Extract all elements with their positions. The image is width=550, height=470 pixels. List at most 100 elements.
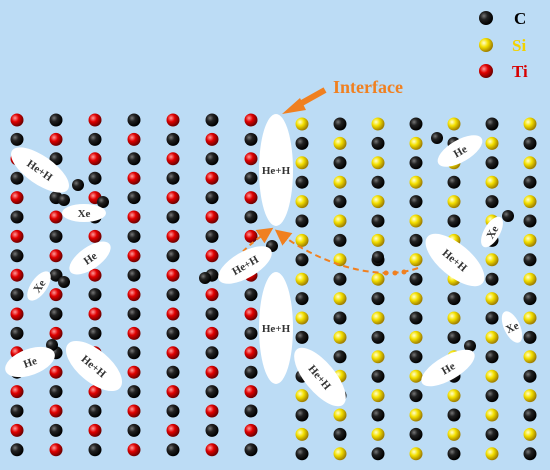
silicon-atom xyxy=(485,253,499,267)
interstitial-carbon-atom xyxy=(464,340,476,352)
silicon-atom xyxy=(523,117,537,131)
titanium-atom xyxy=(205,443,219,457)
carbon-atom xyxy=(205,152,219,166)
defect-ellipse xyxy=(27,271,51,301)
silicon-atom xyxy=(485,447,499,461)
titanium-atom xyxy=(88,152,102,166)
carbon-atom xyxy=(333,427,347,441)
carbon-atom xyxy=(485,272,499,286)
titanium-atom xyxy=(49,326,63,340)
silicon-atom xyxy=(523,156,537,170)
carbon-atom xyxy=(409,311,423,325)
defect-ellipse xyxy=(259,114,293,226)
titanium-atom xyxy=(205,210,219,224)
silicon-atom xyxy=(409,253,423,267)
silicon-atom xyxy=(523,350,537,364)
silicon-atom xyxy=(409,136,423,150)
legend-label-si: Si xyxy=(512,36,526,55)
carbon-atom xyxy=(523,136,537,150)
silicon-atom xyxy=(371,233,385,247)
defect-label: Xe xyxy=(484,224,501,241)
carbon-atom xyxy=(523,292,537,306)
carbon-atom-icon xyxy=(479,11,493,25)
carbon-atom xyxy=(523,408,537,422)
carbon-atom xyxy=(166,365,180,379)
carbon-atom xyxy=(127,307,141,321)
carbon-atom xyxy=(10,171,24,185)
defect-label: He xyxy=(440,360,458,377)
carbon-atom xyxy=(371,175,385,189)
carbon-atom xyxy=(127,191,141,205)
defect-ellipse xyxy=(259,272,293,384)
titanium-atom xyxy=(49,404,63,418)
titanium-atom xyxy=(244,346,258,360)
carbon-atom xyxy=(49,385,63,399)
titanium-atom xyxy=(127,132,141,146)
carbon-atom xyxy=(49,229,63,243)
carbon-atom xyxy=(333,195,347,209)
titanium-atom xyxy=(10,423,24,437)
interstitial-carbon-atom xyxy=(431,132,443,144)
defect-ellipse xyxy=(11,147,69,193)
carbon-atom xyxy=(409,389,423,403)
carbon-atom xyxy=(10,210,24,224)
titanium-atom xyxy=(205,365,219,379)
carbon-atom xyxy=(205,423,219,437)
interstitial-carbon-atom xyxy=(58,194,70,206)
carbon-atom xyxy=(88,171,102,185)
carbon-atom xyxy=(244,288,258,302)
legend-item-ti: Ti xyxy=(479,62,528,81)
titanium-atom xyxy=(88,423,102,437)
defect-cluster: Xe xyxy=(501,311,523,343)
titanium-atom xyxy=(49,288,63,302)
carbon-atom xyxy=(523,253,537,267)
silicon-atom xyxy=(409,447,423,461)
titanium-atom xyxy=(49,210,63,224)
silicon-atom xyxy=(333,330,347,344)
legend-item-c: C xyxy=(479,9,526,28)
silicon-atom xyxy=(333,214,347,228)
defect-ellipse xyxy=(481,216,503,248)
carbon-atom xyxy=(485,389,499,403)
carbon-atom xyxy=(409,156,423,170)
carbon-atom xyxy=(244,171,258,185)
carbon-atom xyxy=(333,233,347,247)
defect-cluster: He+H xyxy=(65,340,123,392)
carbon-atom xyxy=(485,427,499,441)
carbon-atom xyxy=(523,369,537,383)
titanium-atom xyxy=(127,288,141,302)
interface-arrow-head-icon xyxy=(282,98,306,114)
silicon-atom xyxy=(485,369,499,383)
silicon-atom xyxy=(447,311,461,325)
defect-ellipse xyxy=(218,246,272,284)
titanium-atom xyxy=(205,404,219,418)
carbon-atom xyxy=(409,272,423,286)
defect-ellipse xyxy=(501,311,523,343)
silicon-atom xyxy=(371,311,385,325)
defect-cluster: He+H xyxy=(425,233,485,287)
silicon-atom xyxy=(371,427,385,441)
silicon-atom xyxy=(523,427,537,441)
titanium-atom xyxy=(127,171,141,185)
legend-label-c: C xyxy=(514,9,526,28)
carbon-atom xyxy=(127,346,141,360)
carbon-atom xyxy=(409,233,423,247)
carbon-atom xyxy=(88,326,102,340)
defect-ellipse xyxy=(5,346,55,378)
silicon-atom xyxy=(447,389,461,403)
titanium-atom xyxy=(244,152,258,166)
defect-ellipse xyxy=(69,241,111,275)
interface-annotation: Interface xyxy=(282,77,403,114)
carbon-atom xyxy=(10,132,24,146)
carbon-atom xyxy=(127,268,141,282)
interface-arrow-icon xyxy=(298,87,327,107)
carbon-atom xyxy=(295,175,309,189)
carbon-atom xyxy=(485,311,499,325)
titanium-atom xyxy=(88,307,102,321)
defect-cluster: He+H xyxy=(294,347,346,407)
titanium-atom xyxy=(127,210,141,224)
defect-label: He+H xyxy=(262,323,291,335)
carbon-atom xyxy=(371,408,385,422)
silicon-atom xyxy=(295,195,309,209)
